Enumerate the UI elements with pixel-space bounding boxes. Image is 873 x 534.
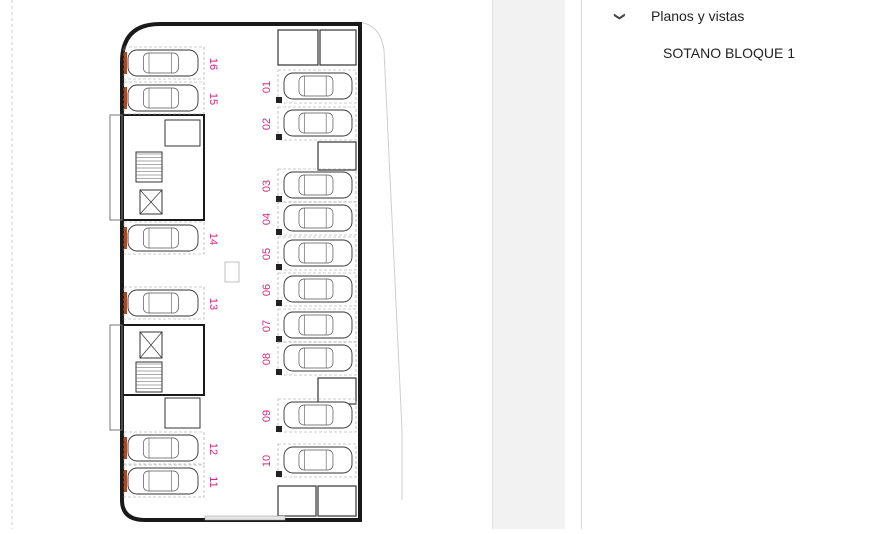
viewer-scroll-gutter bbox=[492, 0, 565, 529]
space-number: 09 bbox=[261, 410, 273, 422]
space-number: 02 bbox=[261, 118, 273, 130]
parking-space: 13 bbox=[123, 286, 219, 320]
drawing-viewer[interactable]: 16 15 14 13 12 11 01 02 03 04 05 06 07 08 09 10 bbox=[0, 0, 492, 529]
car-symbol bbox=[283, 275, 353, 303]
guide-line bbox=[383, 49, 403, 431]
parking-space: 11 bbox=[123, 464, 219, 498]
right-service-rooms bbox=[277, 29, 357, 517]
parking-space: 08 bbox=[261, 341, 357, 376]
stairs bbox=[136, 153, 162, 389]
parking-space: 04 bbox=[261, 201, 357, 236]
car-symbol bbox=[283, 311, 353, 339]
tree-group-label: Planos y vistas bbox=[651, 8, 745, 24]
car-symbol bbox=[283, 344, 353, 372]
left-core-north bbox=[109, 114, 205, 221]
space-number: 07 bbox=[261, 320, 273, 332]
car-symbol bbox=[283, 401, 353, 429]
car-symbol bbox=[283, 171, 353, 199]
parking-space: 09 bbox=[261, 398, 357, 433]
car-symbol bbox=[127, 434, 199, 462]
parking-space: 10 bbox=[261, 443, 357, 478]
chevron-down-icon[interactable]: ❯ bbox=[613, 11, 626, 21]
car-symbol bbox=[283, 239, 353, 267]
parking-space: 12 bbox=[123, 431, 219, 465]
space-number: 11 bbox=[207, 476, 219, 487]
space-number: 15 bbox=[207, 93, 219, 105]
car-symbol bbox=[283, 446, 353, 474]
tree-item-label: SOTANO BLOQUE 1 bbox=[663, 45, 795, 61]
car-symbol bbox=[127, 224, 199, 252]
car-symbol bbox=[283, 72, 353, 100]
space-number: 06 bbox=[261, 284, 273, 296]
space-number: 05 bbox=[261, 248, 273, 260]
space-number: 08 bbox=[261, 353, 273, 365]
parking-space: 03 bbox=[261, 168, 357, 203]
car-symbol bbox=[127, 289, 199, 317]
left-parking-row: 16 15 14 13 12 11 bbox=[123, 46, 219, 498]
parking-space: 05 bbox=[261, 236, 357, 271]
views-sidebar: ❯ Planos y vistas SOTANO BLOQUE 1 bbox=[582, 0, 873, 529]
space-number: 16 bbox=[207, 58, 219, 70]
parking-space: 07 bbox=[261, 308, 357, 343]
center-marker bbox=[224, 261, 240, 283]
car-symbol bbox=[127, 49, 199, 77]
car-symbol bbox=[127, 467, 199, 495]
car-symbol bbox=[283, 204, 353, 232]
space-number: 13 bbox=[207, 298, 219, 310]
building-outline bbox=[120, 22, 362, 522]
car-symbol bbox=[283, 109, 353, 137]
space-number: 04 bbox=[261, 213, 273, 225]
space-number: 14 bbox=[207, 233, 219, 245]
parking-space: 01 bbox=[261, 69, 357, 104]
car-symbol bbox=[127, 84, 199, 112]
space-number: 12 bbox=[207, 443, 219, 455]
parking-space: 02 bbox=[261, 106, 357, 141]
panel-divider bbox=[581, 0, 582, 529]
space-number: 03 bbox=[261, 180, 273, 192]
parking-space: 15 bbox=[123, 81, 219, 115]
right-parking-row: 01 02 03 04 05 06 07 08 09 10 bbox=[261, 69, 357, 478]
space-number: 10 bbox=[261, 455, 273, 467]
entrance-ramp bbox=[204, 515, 286, 521]
parking-space: 06 bbox=[261, 272, 357, 307]
left-core-south bbox=[109, 324, 205, 431]
space-number: 01 bbox=[261, 81, 273, 93]
parking-space: 16 bbox=[123, 46, 219, 80]
tree-item-sotano-bloque-1[interactable]: SOTANO BLOQUE 1 bbox=[663, 43, 795, 63]
floor-plan-drawing: 16 15 14 13 12 11 01 02 03 04 05 06 07 08 09 10 bbox=[11, 0, 403, 529]
tree-group-planos-y-vistas[interactable]: ❯ Planos y vistas bbox=[613, 6, 745, 26]
parking-space: 14 bbox=[123, 221, 219, 255]
